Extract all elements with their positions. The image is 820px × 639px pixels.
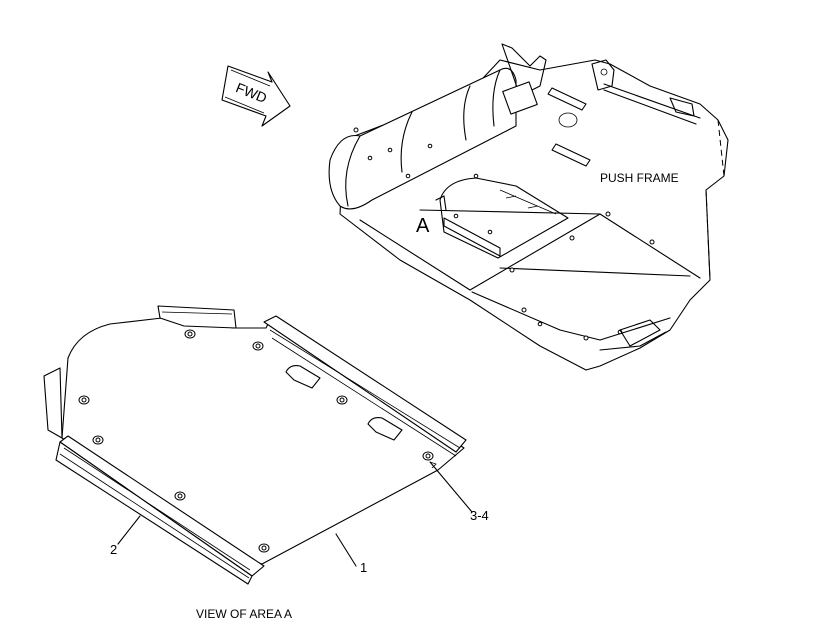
area-marker-label: A bbox=[416, 215, 430, 237]
view-caption: VIEW OF AREA A bbox=[196, 607, 292, 621]
push-frame-label: PUSH FRAME bbox=[600, 171, 679, 185]
callout-3-4-label: 3-4 bbox=[470, 508, 489, 523]
push-frame-assembly bbox=[328, 43, 729, 371]
bolt-set bbox=[78, 329, 434, 553]
callout-1-label: 1 bbox=[360, 560, 367, 575]
cover-plate-detail bbox=[43, 305, 473, 585]
callout-2-label: 2 bbox=[110, 542, 117, 557]
fwd-arrow: FWD bbox=[221, 65, 291, 127]
